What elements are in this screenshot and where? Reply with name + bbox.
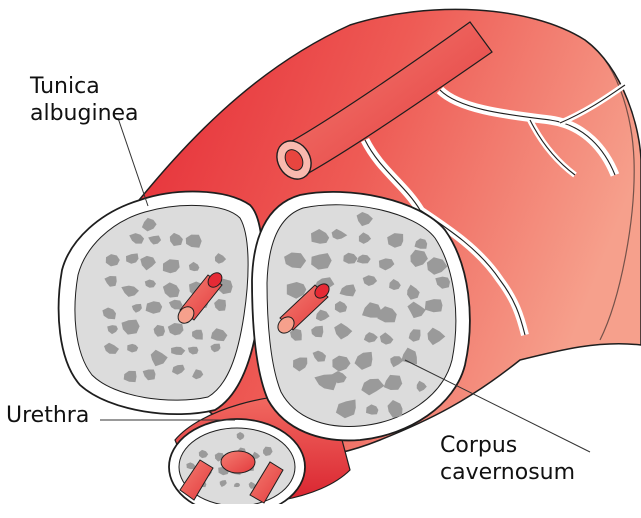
- urethra-lumen: [221, 451, 255, 473]
- bottom-crop: [150, 504, 380, 518]
- corpus-label-line1: Corpus: [440, 432, 575, 459]
- spongy-cell: [425, 299, 443, 312]
- tunica-label-line1: Tunica: [30, 73, 139, 100]
- tunica-label-line2: albuginea: [30, 100, 139, 127]
- corpus-label-line2: cavernosum: [440, 459, 575, 486]
- tunica-albuginea-label: Tunica albuginea: [30, 73, 139, 127]
- corpus-cavernosum-label: Corpus cavernosum: [440, 432, 575, 486]
- leader-tunica: [118, 118, 148, 206]
- urethra-label: Urethra: [6, 402, 89, 429]
